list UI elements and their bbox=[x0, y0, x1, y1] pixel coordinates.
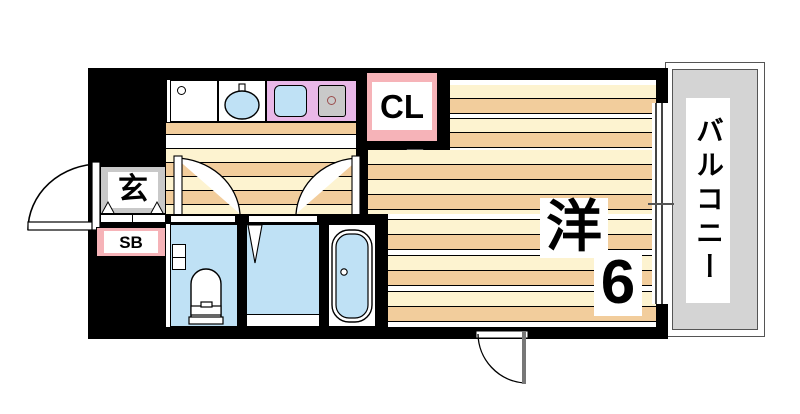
wall-left-upper bbox=[88, 68, 166, 166]
kitchen-counter bbox=[170, 80, 218, 122]
room-exit-door[interactable] bbox=[474, 330, 530, 387]
stove-cooktop bbox=[274, 85, 307, 117]
wall-toilet-wash bbox=[238, 214, 246, 327]
hall-door-right[interactable] bbox=[294, 155, 362, 218]
balcony-door-handle-icon bbox=[648, 203, 674, 205]
main-room-floor-mid bbox=[368, 150, 656, 214]
main-room-label: 洋 bbox=[540, 198, 608, 258]
washroom-door-threshold bbox=[248, 215, 318, 223]
front-door[interactable] bbox=[24, 160, 102, 232]
entrance-threshold-divider bbox=[132, 214, 133, 223]
main-room-floor bbox=[450, 80, 656, 150]
main-room-band-white-a bbox=[450, 80, 656, 85]
kitchen-counter-band bbox=[166, 122, 362, 135]
toilet bbox=[186, 266, 226, 325]
toilet-paper-holder-divider bbox=[172, 257, 186, 258]
entrance-step-notch-left bbox=[101, 200, 115, 214]
washroom-floor-strip bbox=[246, 314, 320, 327]
kitchen-counter-white-band bbox=[166, 135, 362, 149]
wall-main-room-left-stub bbox=[376, 214, 388, 327]
hall-door-left[interactable] bbox=[173, 155, 244, 218]
entrance-threshold bbox=[100, 214, 166, 223]
toilet-door-threshold bbox=[170, 215, 236, 223]
washroom-entry-arrow-icon bbox=[247, 224, 265, 265]
shoe-box-label: SB bbox=[104, 231, 158, 253]
stove-burner-icon bbox=[327, 96, 336, 105]
bathtub bbox=[330, 228, 374, 324]
kitchen-sink bbox=[220, 83, 264, 121]
entrance-step-notch-right bbox=[150, 200, 164, 214]
closet-label: CL bbox=[372, 82, 432, 130]
wall-bottom bbox=[88, 327, 668, 339]
entrance-label: 玄 bbox=[108, 172, 158, 208]
balcony-label: バルコニー bbox=[686, 98, 730, 303]
wall-wash-bath bbox=[320, 214, 328, 327]
kitchen-counter-drain-icon bbox=[177, 86, 186, 95]
main-room-size-label: 6 bbox=[594, 250, 642, 316]
